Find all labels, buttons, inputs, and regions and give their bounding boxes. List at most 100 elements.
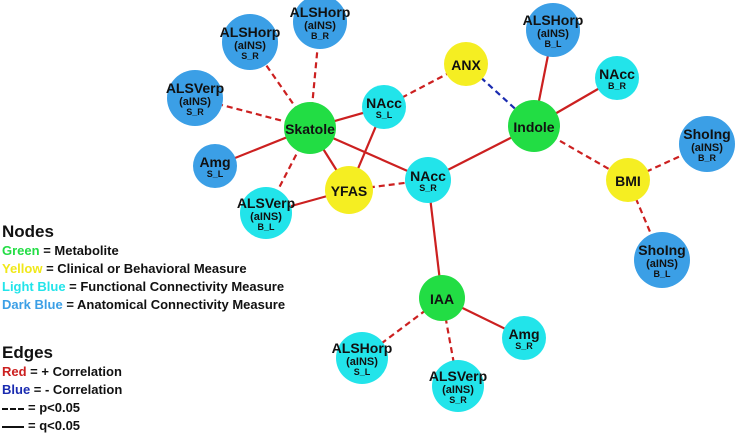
node-alsverp_sr: ALSVerp(aINS)S_R [429,360,487,412]
node-circle [193,144,237,188]
node-alshorp_br: ALSHorp(aINS)B_R [290,0,351,49]
node-circle [240,187,292,239]
legend-blue-word: Blue [2,382,31,397]
node-label: (aINS) [250,211,282,223]
node-circle [606,158,650,202]
node-alshorp_sr: ALSHorp(aINS)S_R [220,14,280,70]
node-label: S_R [241,51,259,61]
node-label: ALSVerp [237,195,295,211]
node-circle [284,102,336,154]
node-label: (aINS) [537,28,569,40]
solid-line-sample [2,425,24,428]
legend-solid-row: = q<0.05 [2,417,122,435]
node-sholng_br: ShoIng(aINS)B_R [679,116,735,172]
node-bmi: BMI [606,158,650,202]
node-label: Amg [199,154,230,170]
legend-green-row: Green = Metabolite [2,242,285,260]
node-sholng_bl: ShoIng(aINS)B_L [634,232,690,288]
node-label: (aINS) [442,384,474,396]
node-label: (aINS) [234,40,266,52]
node-label: S_R [515,341,533,351]
node-label: B_R [698,153,717,163]
node-alsverp_bl: ALSVerp(aINS)B_L [237,187,295,239]
node-circle [508,100,560,152]
legend-yellow-word: Yellow [2,261,43,276]
legend-green-word: Green [2,243,40,258]
node-circle [634,232,690,288]
dashed-line-sample [2,407,24,410]
node-label: BMI [615,173,641,189]
legend-darkblue-desc: = Anatomical Connectivity Measure [62,297,286,312]
legend-blue-desc: = - Correlation [30,382,123,397]
node-alshorp_sl: ALSHorp(aINS)S_L [332,332,393,384]
node-label: S_L [376,110,393,120]
legend-lightblue-desc: = Functional Connectivity Measure [65,279,285,294]
node-label: ShoIng [638,242,685,258]
node-label: (aINS) [346,356,378,368]
node-label: S_R [449,395,467,405]
node-label: Skatole [285,121,335,137]
node-label: B_L [653,269,671,279]
legend-solid-desc: = q<0.05 [28,418,81,433]
node-indole: Indole [508,100,560,152]
node-label: (aINS) [691,142,723,154]
legend-darkblue-word: Dark Blue [2,297,63,312]
legend-red-row: Red = + Correlation [2,363,122,381]
node-label: NAcc [410,168,446,184]
legend-blue-row: Blue = - Correlation [2,381,122,399]
legend-green-desc: = Metabolite [39,243,119,258]
node-circle [679,116,735,172]
node-label: B_R [608,81,627,91]
node-yfas: YFAS [325,166,373,214]
legend-dashed-row: = p<0.05 [2,399,122,417]
node-label: ALSHorp [290,4,351,20]
node-circle [432,360,484,412]
nodes-legend: Nodes Green = Metabolite Yellow = Clinic… [2,222,285,314]
legend-red-desc: = + Correlation [26,364,122,379]
node-circle [222,14,278,70]
node-alsverp_sr2: ALSVerp(aINS)S_R [166,70,224,126]
node-label: S_L [207,169,224,179]
node-circle [325,166,373,214]
legend-dashed-desc: = p<0.05 [28,400,81,415]
node-label: ALSHorp [332,340,393,356]
node-label: NAcc [599,66,635,82]
legend-darkblue-row: Dark Blue = Anatomical Connectivity Meas… [2,296,285,314]
edges-legend-title: Edges [2,343,54,362]
node-label: YFAS [331,183,368,199]
node-circle [362,85,406,129]
node-label: Amg [508,326,539,342]
node-iaa: IAA [419,275,465,321]
node-label: (aINS) [646,258,678,270]
node-label: S_R [419,183,437,193]
node-circle [167,70,223,126]
node-label: ALSVerp [429,368,487,384]
edge-skatole-alshorp_sr [249,41,311,129]
node-label: Indole [513,119,554,135]
legend-yellow-row: Yellow = Clinical or Behavioral Measure [2,260,285,278]
node-label: ALSHorp [523,12,584,28]
node-circle [595,56,639,100]
node-label: S_L [354,367,371,377]
node-anx: ANX [444,42,488,86]
node-label: B_L [257,222,275,232]
node-circle [419,275,465,321]
node-label: B_R [311,31,330,41]
nodes-legend-title: Nodes [2,222,54,241]
node-label: ALSVerp [166,80,224,96]
node-circle [336,332,388,384]
node-circle [444,42,488,86]
node-circle [502,316,546,360]
node-label: (aINS) [304,20,336,32]
node-label: B_L [544,39,562,49]
node-alshorp_bl: ALSHorp(aINS)B_L [523,3,584,57]
legend-lightblue-row: Light Blue = Functional Connectivity Mea… [2,278,285,296]
legend-red-word: Red [2,364,27,379]
edges-legend: Edges Red = + Correlation Blue = - Corre… [2,343,122,435]
